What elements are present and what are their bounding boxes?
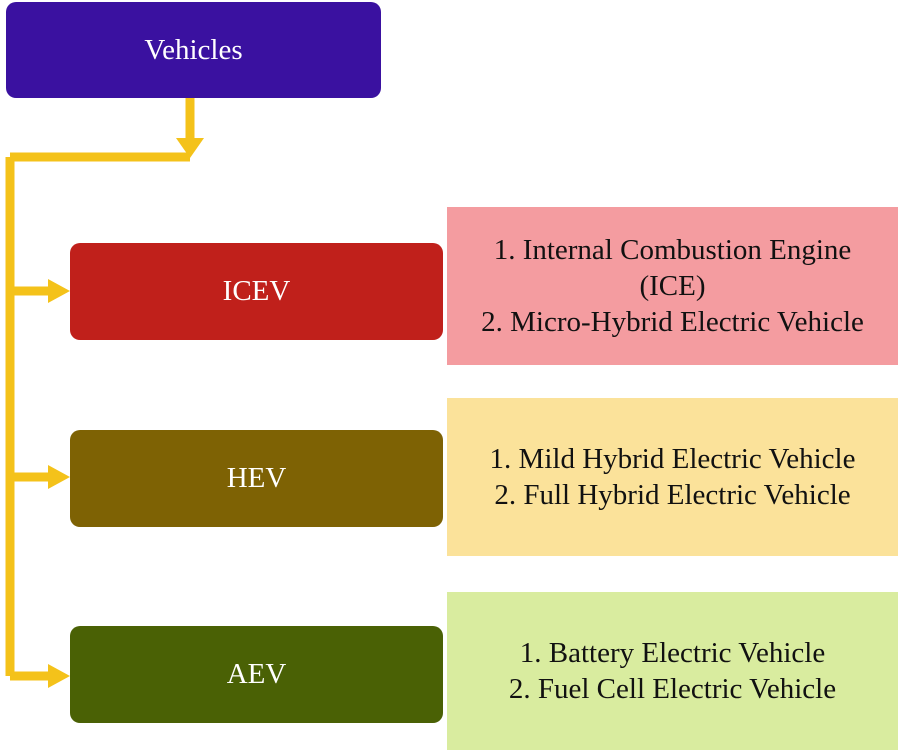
arrowhead-root	[176, 138, 204, 158]
category-node-label: ICEV	[222, 275, 291, 307]
detail-line: 1. Mild Hybrid Electric Vehicle	[489, 443, 856, 475]
detail-line: 2. Fuel Cell Electric Vehicle	[508, 673, 837, 705]
detail-line: 2. Micro-Hybrid Electric Vehicle	[481, 306, 864, 338]
detail-box-aev: 1. Battery Electric Vehicle 2. Fuel Cell…	[447, 592, 898, 750]
category-node-aev: AEV	[70, 626, 443, 723]
category-node-icev: ICEV	[70, 243, 443, 340]
detail-line: 2. Full Hybrid Electric Vehicle	[494, 479, 851, 511]
detail-line: 1. Battery Electric Vehicle	[519, 637, 826, 669]
root-node-vehicles: Vehicles	[6, 2, 381, 98]
detail-line: 1. Internal Combustion Engine	[493, 234, 852, 266]
category-node-hev: HEV	[70, 430, 443, 527]
root-node-label: Vehicles	[144, 33, 243, 66]
detail-line: (ICE)	[639, 270, 706, 302]
detail-box-hev: 1. Mild Hybrid Electric Vehicle 2. Full …	[447, 398, 898, 556]
arrowhead-aev	[48, 664, 70, 688]
detail-box-icev: 1. Internal Combustion Engine (ICE) 2. M…	[447, 207, 898, 365]
arrowhead-hev	[48, 465, 70, 489]
arrowhead-icev	[48, 279, 70, 303]
category-node-label: HEV	[226, 462, 287, 494]
category-node-label: AEV	[226, 658, 287, 690]
